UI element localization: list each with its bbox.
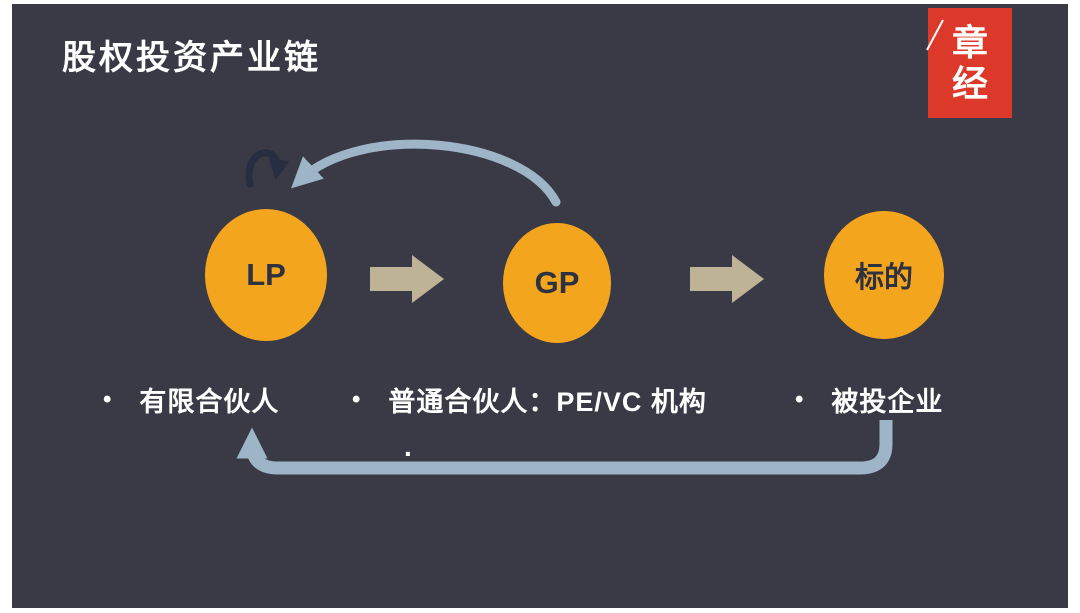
bullet-limited-partner: • 有限合伙人: [103, 380, 279, 419]
logo-character-bottom: 经: [951, 63, 988, 104]
bullet-general-partner: • 普通合伙人：PE/VC 机构: [352, 380, 707, 419]
bullet-label: 普通合伙人：PE/VC 机构: [388, 387, 707, 417]
brand-logo: 章 经: [926, 8, 1012, 118]
page-title: 股权投资产业链: [62, 39, 321, 77]
node-gp-label: GP: [534, 265, 580, 300]
node-lp: LP: [205, 209, 327, 341]
bullet-label: 被投企业: [831, 387, 944, 417]
bullet-marker: •: [103, 385, 112, 413]
logo-character-top: 章: [951, 21, 988, 63]
logo-slash-decoration: [926, 19, 944, 51]
node-target: 标的: [824, 211, 944, 339]
bullet-marker: •: [352, 385, 361, 413]
node-lp-label: LP: [246, 257, 286, 292]
bullet-label: 有限合伙人: [139, 387, 280, 417]
center-dot-annotation: ·: [404, 438, 414, 469]
bullet-invested-company: • 被投企业: [795, 380, 943, 419]
node-target-label: 标的: [854, 262, 913, 294]
node-gp: GP: [503, 223, 611, 343]
bullet-marker: •: [795, 385, 804, 413]
